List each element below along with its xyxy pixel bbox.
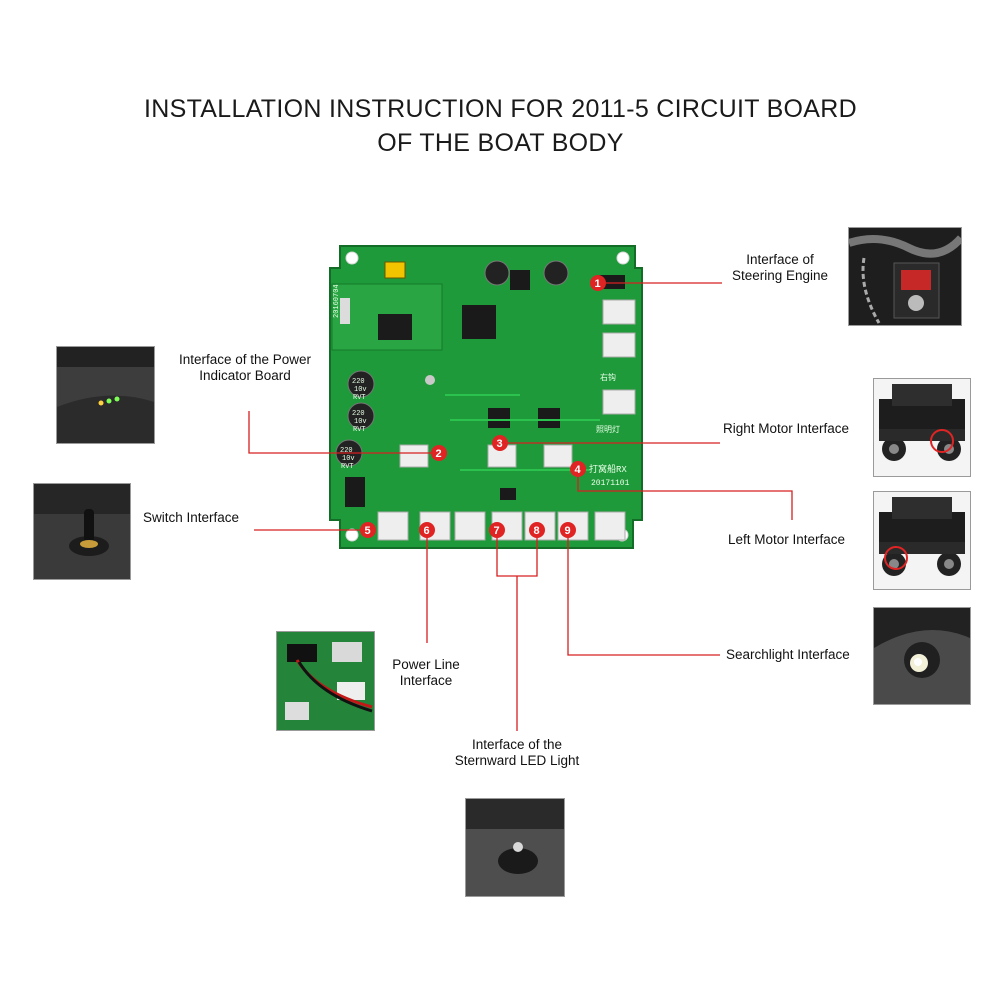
silk-date-top: 20160704	[333, 284, 341, 318]
power-indicator-photo	[56, 346, 155, 444]
silk-cap-1-value: 220	[352, 378, 365, 386]
steering-engine-label: Interface of Steering Engine	[731, 252, 829, 283]
circuit-board	[329, 245, 643, 549]
searchlight-photo	[873, 607, 971, 705]
title-line-2: OF THE BOAT BODY	[377, 129, 624, 157]
left-motor-label: Left Motor Interface	[728, 532, 846, 547]
marker-4: 4	[570, 461, 586, 477]
svg-text:7: 7	[494, 525, 500, 537]
right-motor-photo	[873, 378, 971, 477]
marker-2: 2	[431, 445, 447, 461]
svg-text:8: 8	[534, 525, 540, 537]
silk-cap-3-value: 220	[340, 447, 353, 455]
sternward-led-label: Interface of the Sternward LED Light	[454, 737, 580, 768]
silk-cap-2-brand: RVT	[353, 426, 366, 434]
leader-lines	[248, 282, 793, 731]
silk-cap-1-voltage: 10v	[354, 386, 367, 394]
marker-5: 5	[360, 522, 376, 538]
marker-6: 6	[419, 522, 435, 538]
svg-text:5: 5	[365, 525, 371, 537]
silk-date-bottom: 20171101	[591, 479, 630, 488]
page-title: INSTALLATION INSTRUCTION FOR 2011-5 CIRC…	[0, 92, 1001, 160]
silk-cap-1-brand: RVT	[353, 394, 366, 402]
silk-cap-2-value: 220	[352, 410, 365, 418]
silk-cap-3-brand: RVT	[341, 463, 354, 471]
sternward-led-photo	[465, 798, 565, 897]
silk-right-hook: 右钩	[600, 372, 616, 383]
svg-text:9: 9	[565, 525, 571, 537]
svg-text:2: 2	[436, 448, 442, 460]
marker-1: 1	[590, 275, 606, 291]
silk-chinese-label: 打窝船RX	[589, 463, 627, 475]
svg-text:3: 3	[497, 438, 503, 450]
silk-lighting: 照明灯	[596, 424, 620, 435]
silk-cap-3-voltage: 10v	[342, 455, 355, 463]
searchlight-label: Searchlight Interface	[726, 647, 850, 662]
title-line-1: INSTALLATION INSTRUCTION FOR 2011-5 CIRC…	[144, 95, 857, 123]
power-line-label: Power Line Interface	[392, 657, 460, 688]
switch-label: Switch Interface	[143, 510, 240, 525]
right-motor-label: Right Motor Interface	[723, 421, 850, 436]
svg-text:4: 4	[575, 464, 582, 476]
svg-text:6: 6	[424, 525, 430, 537]
power-indicator-label: Interface of the Power Indicator Board	[178, 352, 312, 383]
marker-8: 8	[529, 522, 545, 538]
marker-7: 7	[489, 522, 505, 538]
svg-text:1: 1	[595, 278, 601, 290]
steering-engine-photo	[848, 227, 962, 326]
marker-9: 9	[560, 522, 576, 538]
left-motor-photo	[873, 491, 971, 590]
silk-cap-2-voltage: 10v	[354, 418, 367, 426]
power-line-photo	[276, 631, 375, 731]
marker-3: 3	[492, 435, 508, 451]
switch-photo	[33, 483, 131, 580]
